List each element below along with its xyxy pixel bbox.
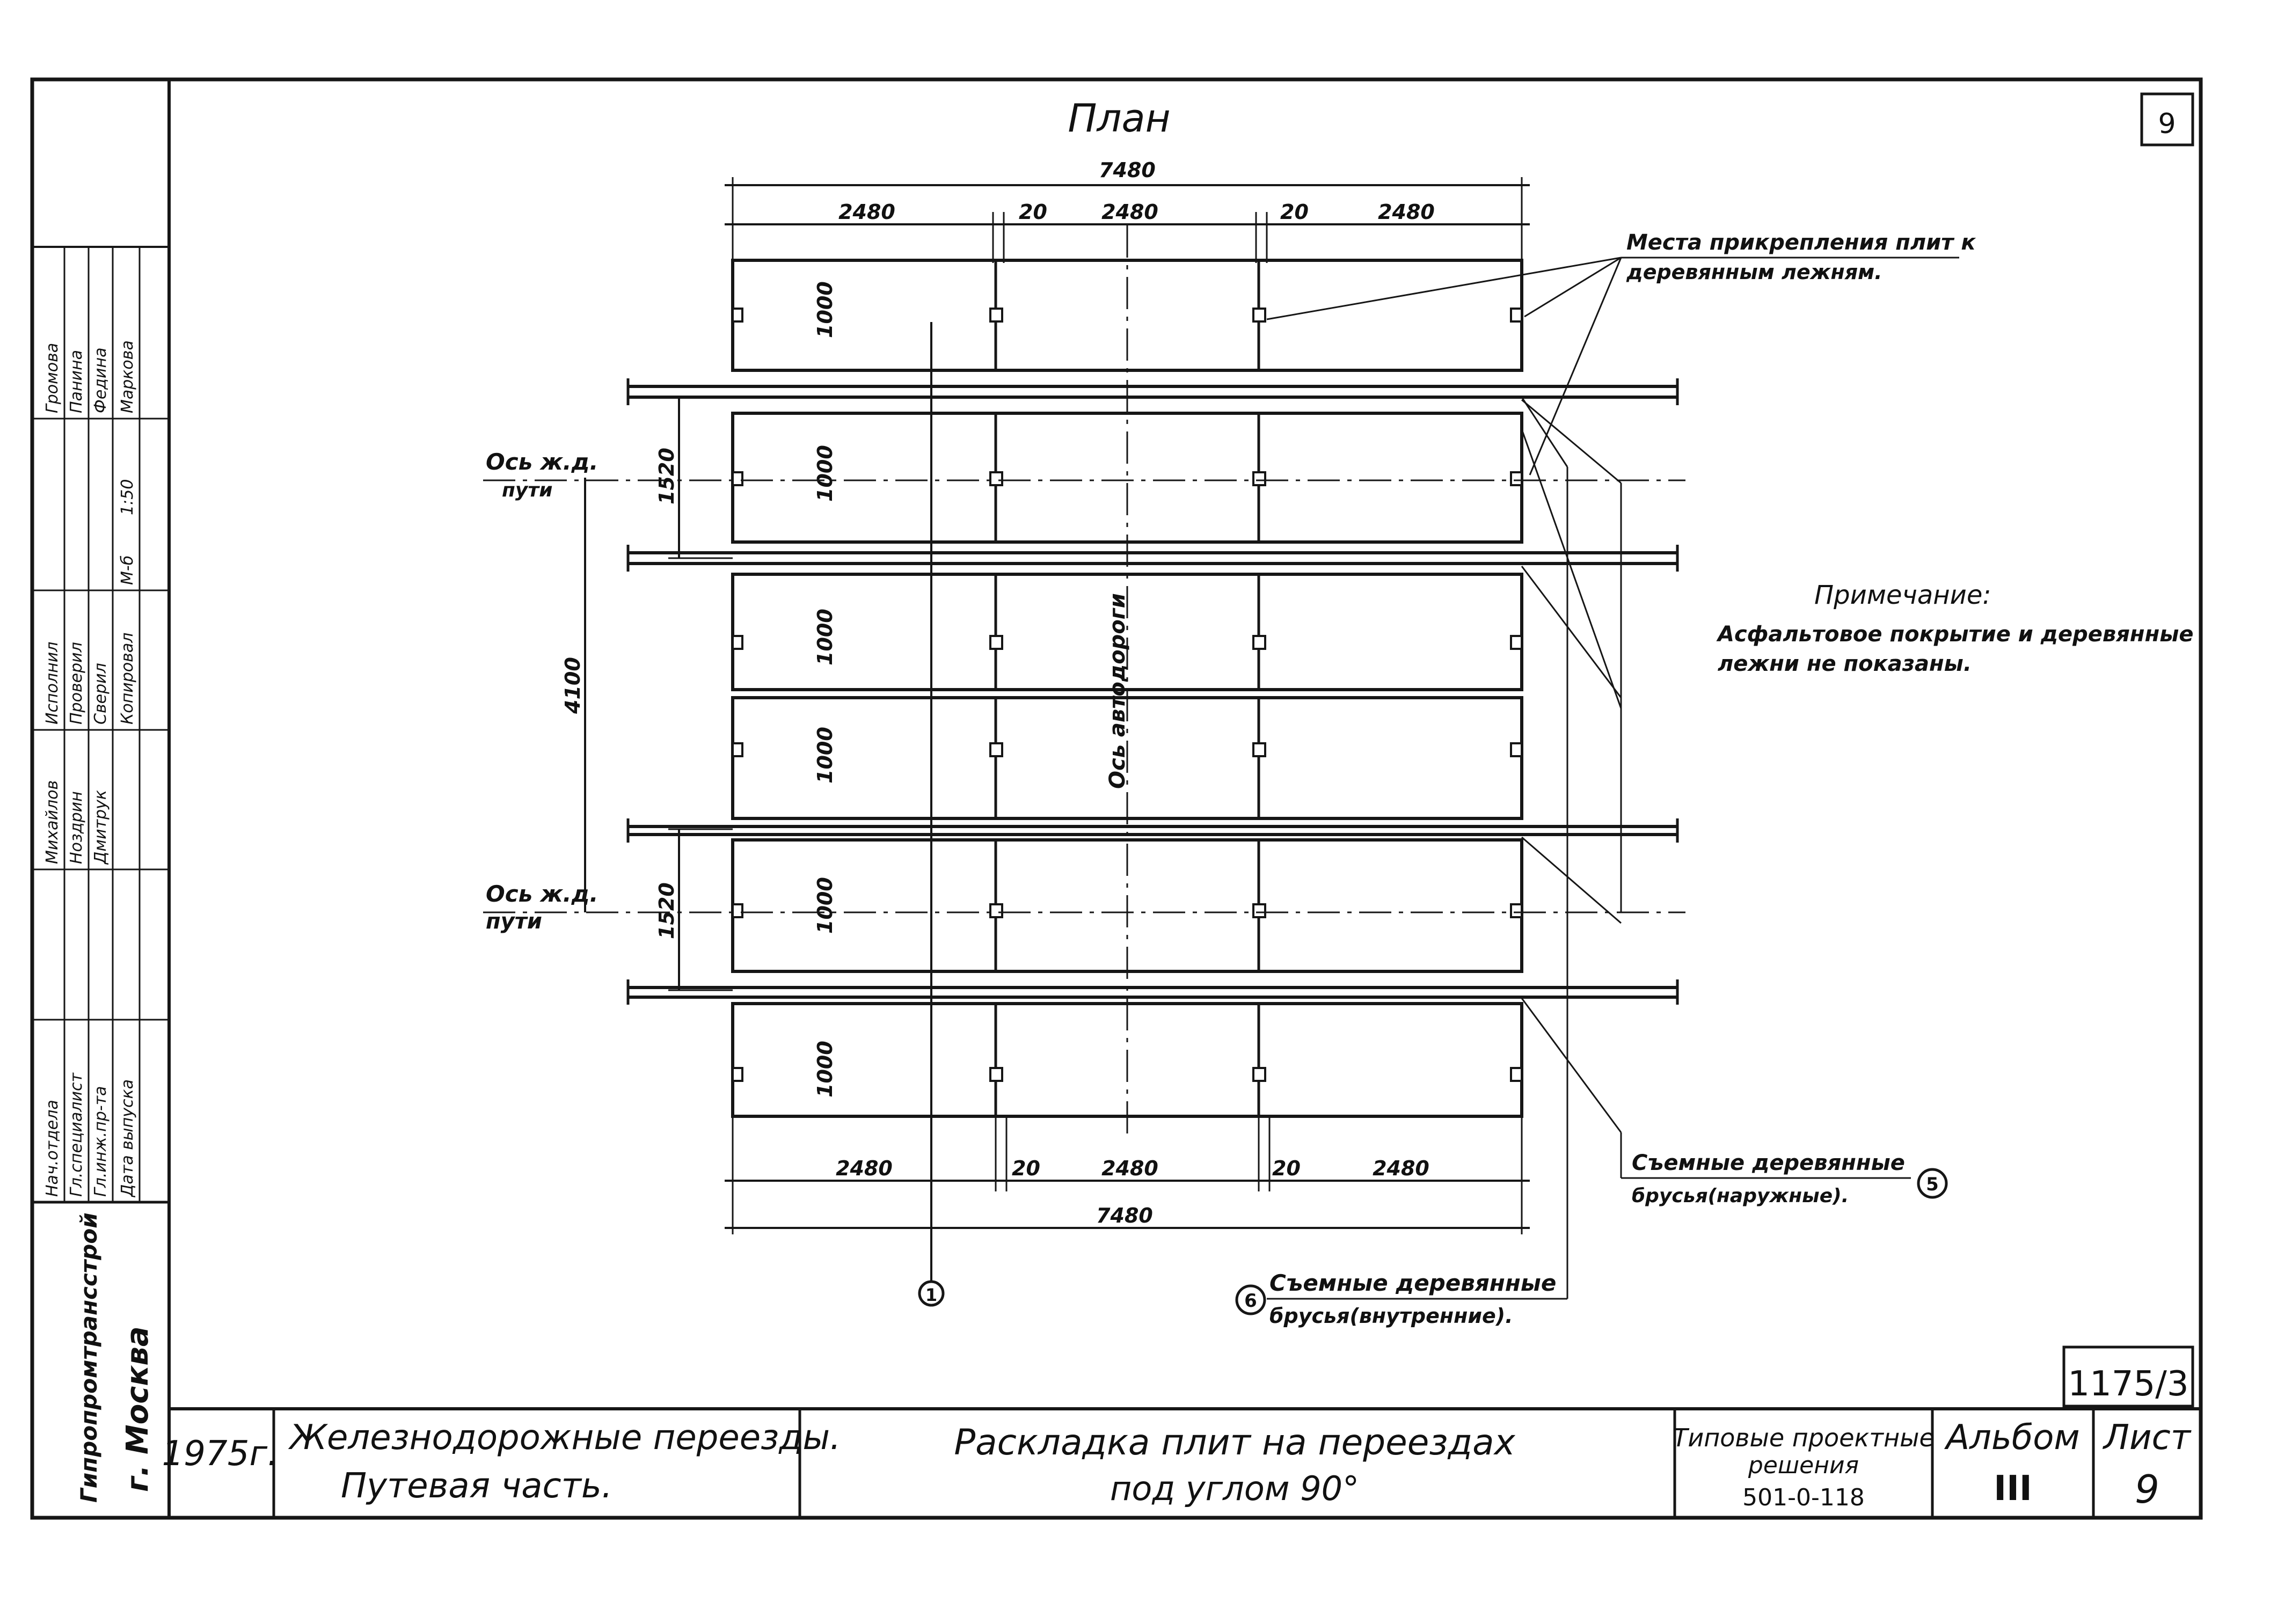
dim-bottom-seg-3: 2480	[1373, 1157, 1429, 1180]
name2-4: Маркова	[118, 340, 137, 413]
role-2: Гл.специалист	[67, 1072, 86, 1197]
role-1: Нач.отдела	[43, 1100, 62, 1197]
dim-bottom-seg-2: 2480	[1101, 1157, 1158, 1180]
axes: 1	[483, 225, 1685, 1307]
album-label: Альбом	[1944, 1418, 2079, 1458]
inventory-number: 1175/3	[2068, 1364, 2188, 1404]
scale-value: 1:50	[118, 479, 137, 515]
fastening-places-2: деревянным лежням.	[1626, 260, 1882, 284]
slab-grid: 1000 1000 1000 1000 1000 1000	[731, 259, 1523, 1118]
inventory-box	[2062, 1345, 2194, 1408]
name2-3: Федина	[91, 347, 110, 413]
removable-inner-2: брусья(внутренние).	[1269, 1304, 1513, 1328]
slab-width-1: 1000	[813, 281, 837, 338]
rails	[626, 378, 1679, 1005]
note-line-2: лежни не показаны.	[1718, 652, 1972, 676]
removable-outer-1: Съемные деревянные	[1632, 1151, 1905, 1175]
road-axis-label: Ось автодороги	[1105, 593, 1130, 789]
role-4: Дата выпуска	[118, 1079, 137, 1198]
dim-bottom-gap-1: 20	[1012, 1157, 1040, 1180]
series-line-1: Типовые проектные	[1673, 1423, 1935, 1452]
dim-top-seg-1: 2480	[838, 200, 895, 224]
subject-line-2: Путевая часть.	[341, 1466, 612, 1506]
left-dimensions: 1520 1520 4100	[561, 396, 733, 991]
role2-1: Исполнил	[43, 642, 62, 725]
role2-2: Проверил	[67, 642, 86, 725]
name-3: Дмитрук	[91, 790, 110, 865]
slab-width-6: 1000	[813, 1041, 837, 1098]
rail-axis-upper-1: Ось ж.д.	[486, 449, 598, 475]
bottom-dimensions: 2480 20 2480 20 2480 7480	[725, 1116, 1530, 1234]
removable-inner-marker-circle	[1235, 1284, 1266, 1315]
leaders	[1266, 257, 1959, 1300]
dim-bottom-seg-1: 2480	[836, 1157, 893, 1180]
corner-box	[2140, 92, 2194, 147]
removable-outer-marker-circle	[1917, 1168, 1948, 1199]
organization: Гипропромтрансстрой	[76, 1212, 102, 1503]
fastening-places-1: Места прикрепления плит к	[1626, 230, 1976, 255]
dim-overall-top: 7480	[1099, 158, 1156, 182]
section-marker: 1	[925, 1285, 937, 1305]
role2-3: Сверил	[91, 663, 110, 725]
year: 1975г.	[162, 1434, 279, 1474]
sheet-title-line-1: Раскладка плит на переездах	[954, 1422, 1515, 1463]
rail-axis-lower-1: Ось ж.д.	[486, 881, 598, 907]
removable-inner-1: Съемные деревянные	[1269, 1270, 1556, 1296]
album-value: III	[1994, 1469, 2032, 1509]
role-3: Гл.инж.пр-та	[91, 1086, 110, 1197]
role2-4: Копировал	[118, 633, 137, 725]
side-stamp: Нач.отдела Гл.специалист Гл.инж.пр-та Да…	[32, 246, 169, 1503]
slab-width-3: 1000	[813, 609, 837, 665]
sheet-title-line-2: под углом 90°	[1110, 1469, 1359, 1508]
dim-bottom-gap-2: 20	[1272, 1157, 1301, 1180]
dim-top-gap-2: 20	[1280, 200, 1309, 224]
plan-title: План	[1068, 96, 1170, 141]
name2-1: Громова	[43, 343, 62, 413]
city: г. Москва	[120, 1326, 155, 1492]
dim-top-gap-1: 20	[1019, 200, 1047, 224]
series-line-2: решения	[1748, 1452, 1859, 1479]
dim-top-seg-2: 2480	[1101, 200, 1158, 224]
name-2: Ноздрин	[67, 791, 86, 864]
sheet-value: 9	[2135, 1467, 2159, 1512]
dim-overall-bottom: 7480	[1096, 1204, 1153, 1227]
slab-width-5: 1000	[813, 877, 837, 934]
note-heading: Примечание:	[1814, 580, 1991, 610]
outer-frame	[30, 77, 2203, 1520]
top-dimensions: 7480 2480 20 2480 20 2480	[725, 158, 1530, 263]
dim-top-seg-3: 2480	[1378, 200, 1435, 224]
name2-2: Панина	[67, 350, 86, 413]
dim-track-spacing: 4100	[561, 657, 585, 714]
dim-gauge-lower: 1520	[655, 882, 678, 939]
slab-width-4: 1000	[813, 727, 837, 784]
dim-gauge-upper: 1520	[655, 448, 678, 504]
series-line-3: 501-0-118	[1742, 1484, 1865, 1511]
removable-outer-2: брусья(наружные).	[1632, 1185, 1849, 1207]
rail-axis-upper-2: пути	[502, 479, 552, 501]
slab-width-2: 1000	[813, 445, 837, 502]
sheet-label: Лист	[2103, 1418, 2192, 1458]
note-line-1: Асфальтовое покрытие и деревянные	[1716, 622, 2194, 647]
name-1: Михайлов	[43, 780, 62, 864]
subject-line-1: Железнодорожные переезды.	[288, 1418, 841, 1458]
rail-axis-lower-2: пути	[486, 909, 542, 934]
scale-label: М-б	[118, 555, 137, 585]
removable-inner-marker: 6	[1244, 1290, 1257, 1312]
corner-sheet-number: 9	[2158, 108, 2176, 140]
removable-outer-marker: 5	[1926, 1174, 1939, 1195]
title-block: 1975г. Железнодорожные переезды. Путевая…	[162, 1409, 2192, 1518]
